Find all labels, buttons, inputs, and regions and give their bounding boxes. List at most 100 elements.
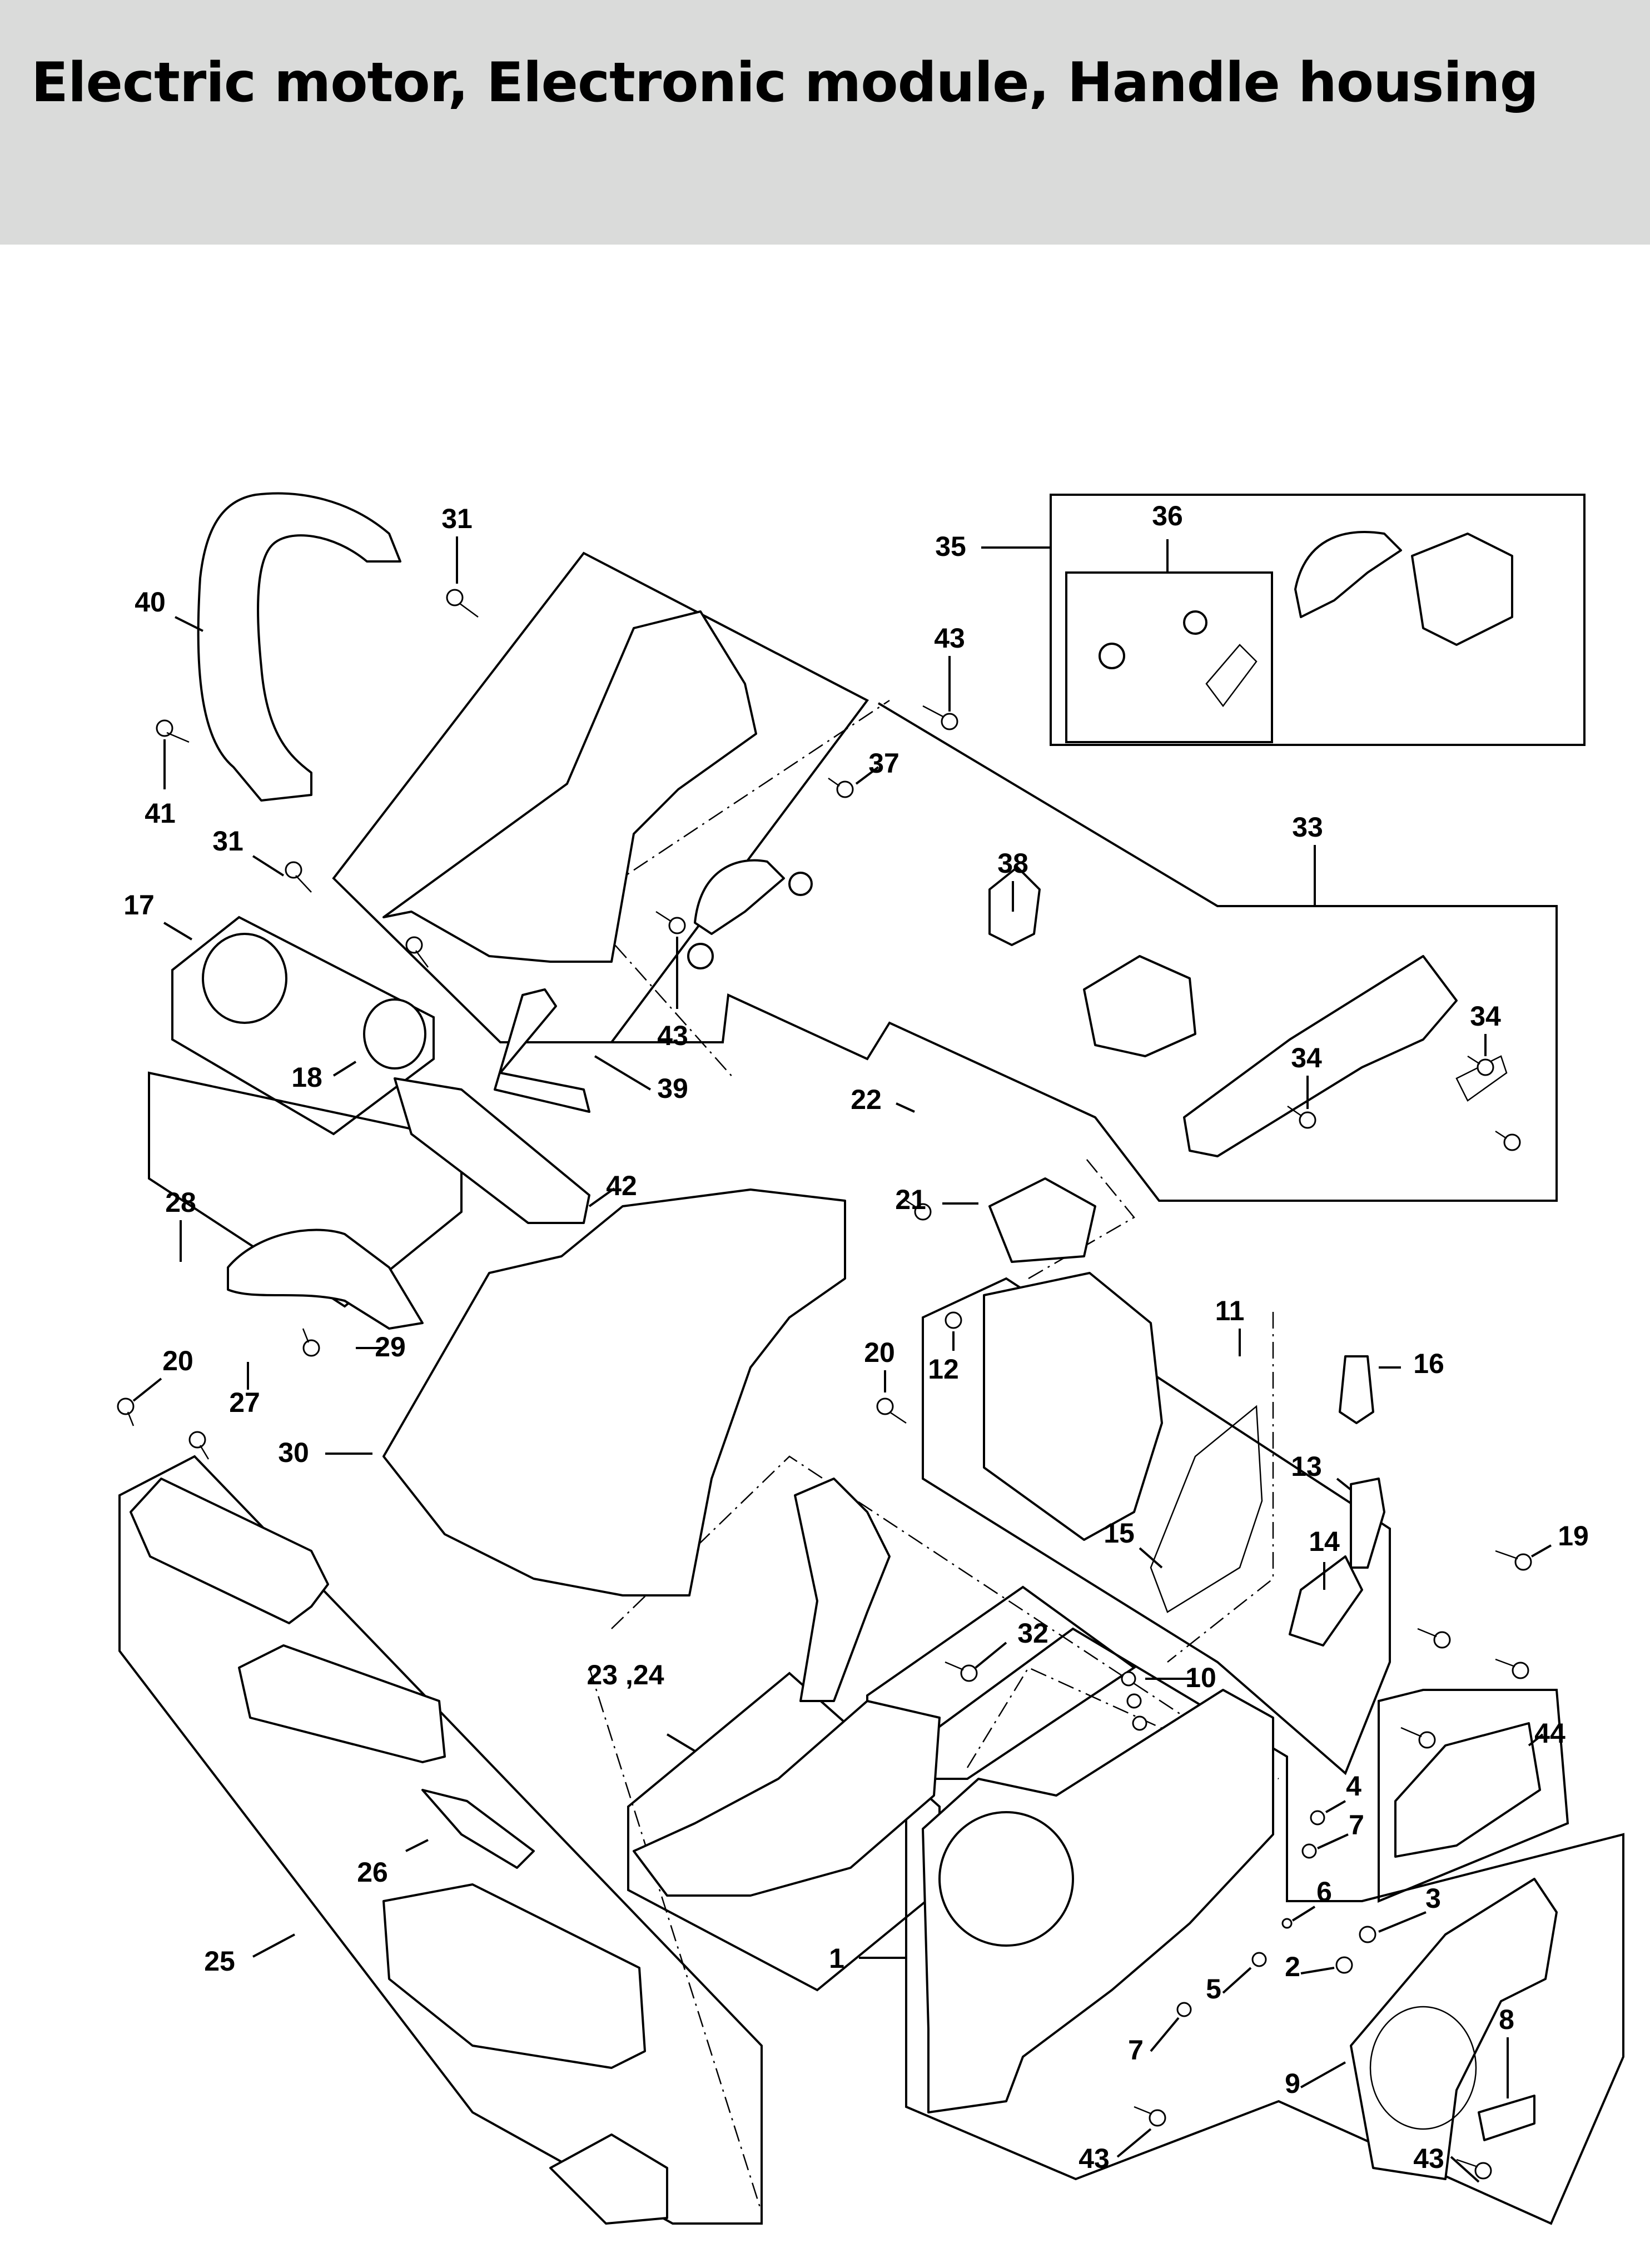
screw-29 [302, 1328, 320, 1357]
leader-31b [252, 855, 285, 877]
leader-lines [132, 536, 1552, 2183]
spring-38-part [687, 943, 714, 969]
leader-2 [1300, 1967, 1335, 1974]
leader-7a [1317, 1833, 1349, 1849]
callout-c30: 30 [278, 1437, 309, 1468]
connector-17-part [202, 933, 287, 1024]
callout-c18: 18 [291, 1062, 322, 1093]
callout-c7b: 7 [1128, 2035, 1144, 2066]
leader-6 [1291, 1906, 1316, 1922]
leader-25 [252, 1933, 295, 1958]
leader-20a [132, 1377, 162, 1402]
screw-20b [876, 1397, 907, 1424]
screw-41 [156, 719, 190, 743]
screw-43a [922, 705, 958, 730]
trigger-28-part [227, 1228, 424, 1330]
callout-c12: 12 [928, 1354, 959, 1385]
callout-c38: 38 [997, 848, 1028, 879]
callout-c8: 8 [1499, 2004, 1514, 2035]
callout-c14: 14 [1309, 1526, 1340, 1557]
screw-4 [1310, 1810, 1325, 1826]
screw-43c [1134, 2106, 1166, 2127]
callout-c31a: 31 [441, 503, 473, 534]
callout-c31b: 31 [212, 825, 243, 857]
callout-c6: 6 [1316, 1876, 1332, 1907]
screw-44 [1400, 1727, 1436, 1749]
chain-cover-ring-part [1369, 2006, 1477, 2130]
screw-34b [1287, 1105, 1316, 1129]
callout-c4: 4 [1346, 1770, 1361, 1802]
leader-22 [896, 1102, 915, 1113]
wedge-26-part [421, 1789, 535, 1869]
screw-38-hub [405, 936, 429, 968]
callout-c32: 32 [1017, 1618, 1048, 1649]
leader-7b [1150, 2017, 1180, 2052]
leader-40 [175, 616, 203, 632]
screw-20a [117, 1397, 135, 1426]
screw-19 [1495, 1550, 1532, 1571]
callout-c3: 3 [1425, 1883, 1441, 1914]
lever-37-part [694, 859, 785, 935]
screw-31b [285, 861, 312, 893]
screw-19b [1417, 1628, 1451, 1649]
callout-c34b: 34 [1291, 1042, 1322, 1073]
lever-35-part [1294, 530, 1402, 618]
switch-35-part [1411, 533, 1513, 646]
lid-25-top-part [130, 1478, 329, 1624]
cable-39-part [494, 988, 590, 1113]
handle-housing-main-part [382, 1188, 846, 1596]
leader-9 [1300, 2061, 1346, 2088]
screw-30-extra [188, 1431, 210, 1460]
frame-25-bottom-part [382, 1883, 646, 2069]
dash-line-2 [583, 699, 890, 904]
callout-c39: 39 [657, 1073, 688, 1104]
callout-c7a: 7 [1349, 1809, 1364, 1841]
switch-module-21-part [988, 1177, 1096, 1263]
callout-c28: 28 [165, 1187, 196, 1218]
callout-c43a: 43 [934, 623, 965, 654]
frame-25-mid-part [238, 1644, 446, 1763]
spring-36a-part [1099, 643, 1125, 669]
switch-33-part [1083, 955, 1196, 1057]
leader-43c [1116, 2128, 1152, 2158]
callout-c9: 9 [1285, 2068, 1300, 2099]
motor-rotor-part [938, 1811, 1074, 1947]
leader-37 [855, 766, 879, 785]
clip-36-part [1205, 644, 1258, 708]
leader-42 [588, 1187, 615, 1207]
part-sketches [130, 492, 1558, 2225]
screw-34c [1495, 1130, 1521, 1151]
screw-2 [1335, 1956, 1353, 1974]
callout-c5: 5 [1206, 1973, 1221, 2005]
screw-34a [1467, 1055, 1494, 1076]
callout-c1: 1 [829, 1943, 844, 1974]
callout-c13: 13 [1291, 1451, 1322, 1482]
callout-c43b: 43 [657, 1020, 688, 1051]
screw-43d [1456, 2158, 1492, 2180]
outline-group-35 [1050, 494, 1586, 746]
outline-group-17 [171, 916, 435, 1136]
page-title: Electric motor, Electronic module, Handl… [31, 51, 1539, 115]
screw-3 [1359, 1926, 1376, 1943]
motor-1-part [922, 1689, 1274, 2113]
filter-14-part [1289, 1555, 1363, 1647]
callout-c23_24: 23 ,24 [587, 1659, 664, 1690]
callout-c25: 25 [204, 1946, 235, 1977]
callout-c42: 42 [606, 1170, 637, 1201]
callout-c19: 19 [1558, 1520, 1589, 1551]
trigger-38-assembly-part [988, 866, 1041, 946]
screw-7b [1176, 2002, 1192, 2017]
screw-31a [446, 589, 479, 618]
leader-5 [1222, 1967, 1252, 1994]
callout-c20a: 20 [162, 1345, 193, 1376]
callout-c21: 21 [895, 1184, 926, 1215]
leader-32 [975, 1642, 1007, 1669]
page-header: Electric motor, Electronic module, Handl… [0, 0, 1650, 245]
callout-c16: 16 [1413, 1348, 1444, 1379]
callout-c22: 22 [851, 1084, 882, 1115]
callout-c2: 2 [1285, 1951, 1300, 1982]
plate-44-part [1394, 1722, 1541, 1858]
dash-line-7 [966, 1667, 1212, 1768]
